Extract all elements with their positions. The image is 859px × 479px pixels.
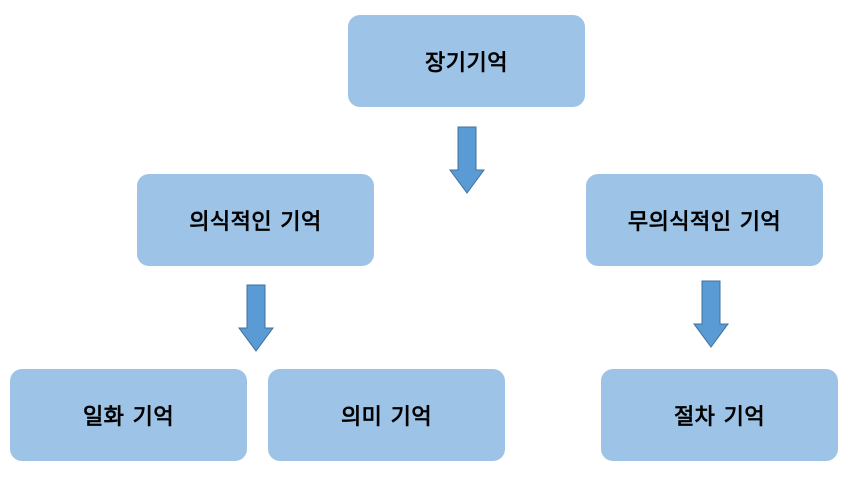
- node-long-term-memory: 장기기억: [348, 15, 585, 107]
- node-unconscious-memory: 무의식적인 기억: [586, 174, 823, 266]
- node-episodic-memory-label: 일화 기억: [82, 405, 175, 430]
- node-procedural-memory: 절차 기억: [601, 369, 838, 461]
- down-arrow-icon: [693, 280, 729, 348]
- node-conscious-memory: 의식적인 기억: [137, 174, 374, 266]
- node-long-term-memory-label: 장기기억: [425, 51, 508, 76]
- node-procedural-memory-label: 절차 기억: [673, 405, 766, 430]
- node-unconscious-memory-label: 무의식적인 기억: [627, 210, 782, 235]
- node-conscious-memory-label: 의식적인 기억: [189, 210, 322, 235]
- down-arrow-icon: [449, 126, 485, 194]
- down-arrow-icon: [238, 284, 274, 352]
- node-semantic-memory-label: 의미 기억: [340, 405, 433, 430]
- node-semantic-memory: 의미 기억: [268, 369, 505, 461]
- node-episodic-memory: 일화 기억: [10, 369, 247, 461]
